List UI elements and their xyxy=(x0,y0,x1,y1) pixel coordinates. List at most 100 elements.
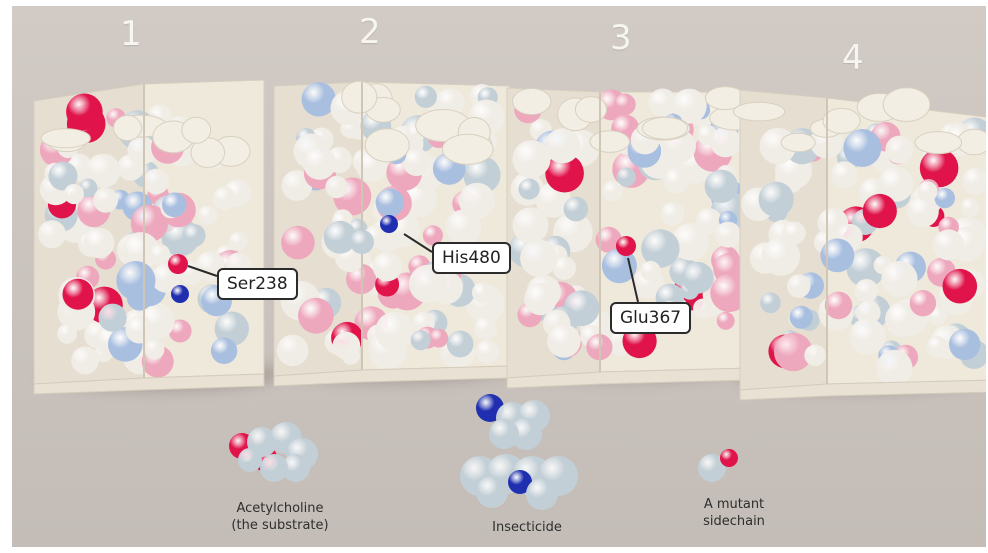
atom xyxy=(704,169,738,203)
atom xyxy=(881,260,918,298)
atom xyxy=(820,238,855,273)
protein-model-2 xyxy=(273,80,511,387)
his480-ring xyxy=(350,230,374,254)
atom xyxy=(408,264,448,303)
atom xyxy=(66,93,103,131)
atom xyxy=(885,135,914,164)
atom xyxy=(518,178,540,200)
frame-cutout xyxy=(589,130,631,153)
ser238-atom xyxy=(168,254,188,274)
atom xyxy=(475,339,500,364)
atom xyxy=(372,251,402,282)
callout-glu367: Glu367 xyxy=(610,302,692,334)
atom xyxy=(761,237,801,276)
atom xyxy=(595,226,622,253)
atom xyxy=(710,126,741,158)
pointer-glu367 xyxy=(627,257,639,303)
insecticide-atom xyxy=(526,478,558,510)
atom xyxy=(831,161,858,189)
atom xyxy=(410,330,431,351)
acetylcholine-atom xyxy=(282,454,310,482)
atom xyxy=(325,175,348,199)
atom xyxy=(601,248,637,284)
atom xyxy=(524,282,557,316)
atom xyxy=(906,195,939,228)
frame-cutout xyxy=(882,87,931,122)
protein-models-photo: 1 2 3 4 Ser238 His480 Glu367 Acetylcholi… xyxy=(12,6,986,547)
atom xyxy=(854,279,879,303)
frame-cutout xyxy=(181,116,212,144)
acetylcholine-atom xyxy=(260,454,288,482)
insecticide-atom xyxy=(476,476,508,508)
atom xyxy=(414,85,437,109)
callout-ser238: Ser238 xyxy=(217,268,298,300)
atom xyxy=(48,161,78,191)
atom xyxy=(846,248,886,288)
atom xyxy=(787,274,811,298)
frame-cutout xyxy=(780,132,816,153)
atom xyxy=(520,239,558,277)
insecticide-atom xyxy=(489,419,519,449)
model-number-2: 2 xyxy=(359,12,381,52)
atom xyxy=(83,227,115,259)
atom xyxy=(545,128,581,164)
atom xyxy=(856,300,881,325)
pointer-ser238 xyxy=(187,265,218,277)
atom xyxy=(849,318,886,355)
atom xyxy=(125,315,154,344)
acetylcholine-atom xyxy=(238,448,262,472)
atom xyxy=(933,229,965,261)
atom xyxy=(212,186,236,210)
atom xyxy=(149,244,171,265)
ser238-nitrogen xyxy=(171,285,189,303)
atom xyxy=(512,140,551,179)
frame-cutout xyxy=(341,80,378,114)
atom xyxy=(121,232,160,270)
atom xyxy=(710,273,749,313)
atom xyxy=(375,311,415,351)
atom xyxy=(715,221,741,248)
frame-cutout xyxy=(914,131,963,155)
atom xyxy=(613,93,636,116)
caption-acetylcholine-line1: Acetylcholine xyxy=(236,501,324,516)
atom xyxy=(789,305,813,329)
atom xyxy=(38,220,66,249)
atom xyxy=(332,331,361,360)
atom xyxy=(422,225,443,246)
atom xyxy=(402,148,431,177)
atom xyxy=(144,339,165,360)
frame-cutout xyxy=(733,101,786,122)
atom xyxy=(843,129,882,167)
atom xyxy=(942,268,978,304)
atom xyxy=(774,332,813,372)
frame-cutout xyxy=(441,133,494,165)
atom xyxy=(885,302,920,338)
atom xyxy=(616,167,636,187)
atom xyxy=(143,168,169,195)
atom xyxy=(168,319,192,343)
atom xyxy=(512,207,549,244)
frame-cutout xyxy=(822,107,861,134)
atom xyxy=(276,334,309,367)
caption-mutant-line1: A mutant xyxy=(703,497,765,512)
atom xyxy=(552,256,576,280)
insecticide-atom xyxy=(508,470,532,494)
atom xyxy=(458,182,496,219)
atom xyxy=(758,181,794,217)
atom xyxy=(545,153,584,193)
atom xyxy=(93,187,119,213)
atom xyxy=(446,330,474,358)
atom xyxy=(782,221,806,245)
atom xyxy=(934,187,955,209)
mutant-atom xyxy=(698,454,726,482)
atom xyxy=(298,297,334,334)
atom xyxy=(760,292,781,314)
atom xyxy=(116,261,156,301)
frame-cutout xyxy=(40,128,91,149)
frame-cutout xyxy=(641,116,689,140)
atom xyxy=(323,220,357,254)
atom xyxy=(949,328,981,361)
atom xyxy=(962,167,986,195)
atom xyxy=(127,136,157,165)
pointer-his480 xyxy=(403,233,433,253)
